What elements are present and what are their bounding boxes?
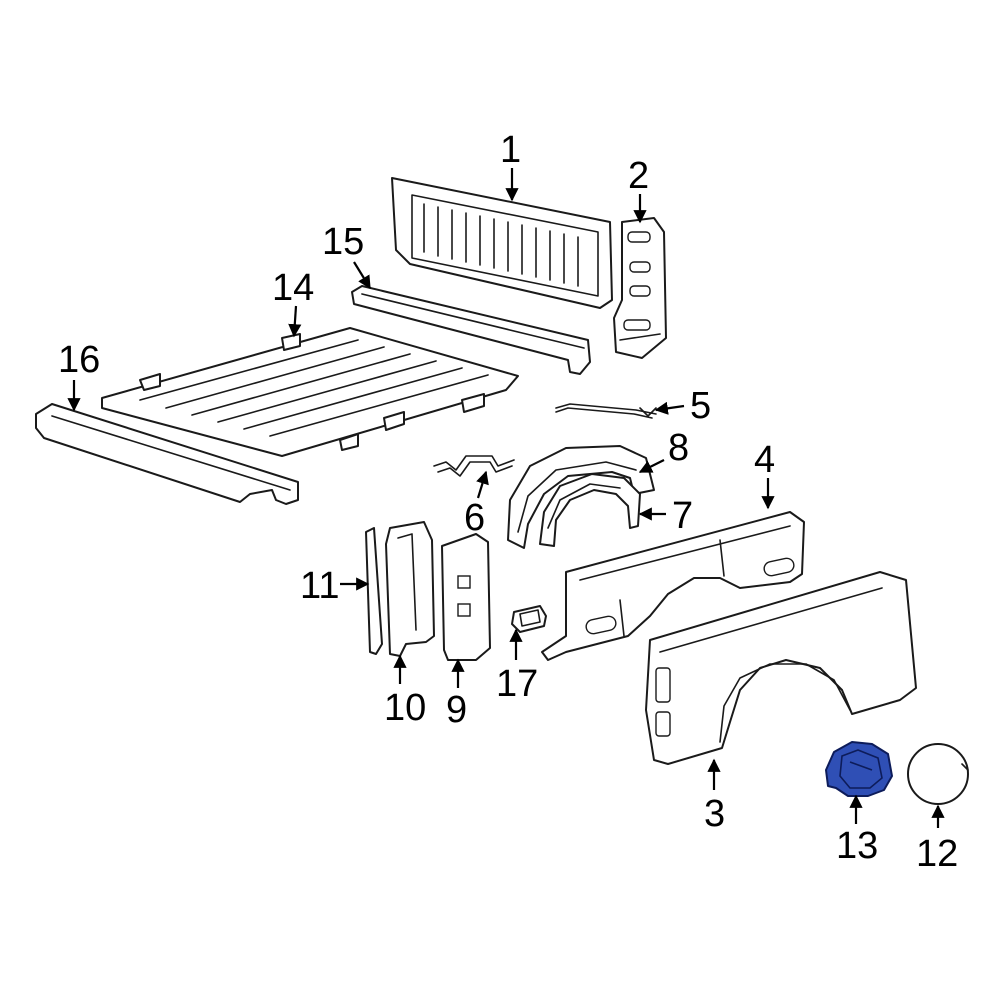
- seal-strip-part[interactable]: [365, 527, 383, 655]
- callout-13: 13: [836, 825, 878, 867]
- callout-11: 11: [300, 565, 339, 607]
- leader-15: [353, 261, 371, 290]
- inner-side-panel-part[interactable]: [541, 511, 805, 661]
- callout-2: 2: [628, 155, 649, 197]
- wheelhouse-brace-part[interactable]: [433, 455, 515, 477]
- callout-14: 14: [272, 267, 314, 309]
- front-corner-pillar-part[interactable]: [613, 217, 667, 359]
- leader-5: [654, 401, 685, 415]
- front-panel-part[interactable]: [391, 177, 613, 309]
- callout-5: 5: [690, 385, 711, 427]
- rear-pillar-part[interactable]: [385, 521, 435, 657]
- callout-9: 9: [446, 689, 467, 731]
- leader-lines: [67, 168, 945, 828]
- outer-bed-side-part[interactable]: [645, 571, 917, 765]
- pillar-reinforcement-part[interactable]: [441, 533, 491, 661]
- inner-wheelhouse-part[interactable]: [539, 473, 641, 547]
- bed-floor-part[interactable]: [101, 327, 519, 457]
- bracket-rod-part[interactable]: [555, 403, 657, 419]
- plug-part[interactable]: [511, 605, 547, 633]
- callout-labels: 1 2 3 4 5 6 7 8 9 10 11 12 13 14 15 16 1…: [58, 129, 958, 875]
- callout-16: 16: [58, 339, 100, 381]
- callout-15: 15: [322, 221, 364, 263]
- fuel-door-part[interactable]: [907, 743, 969, 805]
- callout-1: 1: [500, 129, 521, 171]
- leader-8: [638, 459, 665, 473]
- leader-14: [288, 305, 302, 338]
- callout-4: 4: [754, 439, 775, 481]
- callout-10: 10: [384, 687, 426, 729]
- callout-17: 17: [496, 663, 538, 705]
- front-crossmember-part[interactable]: [351, 285, 591, 375]
- rear-crossmember-part[interactable]: [35, 403, 299, 505]
- callout-8: 8: [668, 427, 689, 469]
- callout-6: 6: [464, 497, 485, 539]
- callout-7: 7: [672, 495, 693, 537]
- callout-12: 12: [916, 833, 958, 875]
- fuel-door-housing-part[interactable]: [825, 741, 893, 797]
- callout-3: 3: [704, 793, 725, 835]
- leader-6: [476, 470, 489, 499]
